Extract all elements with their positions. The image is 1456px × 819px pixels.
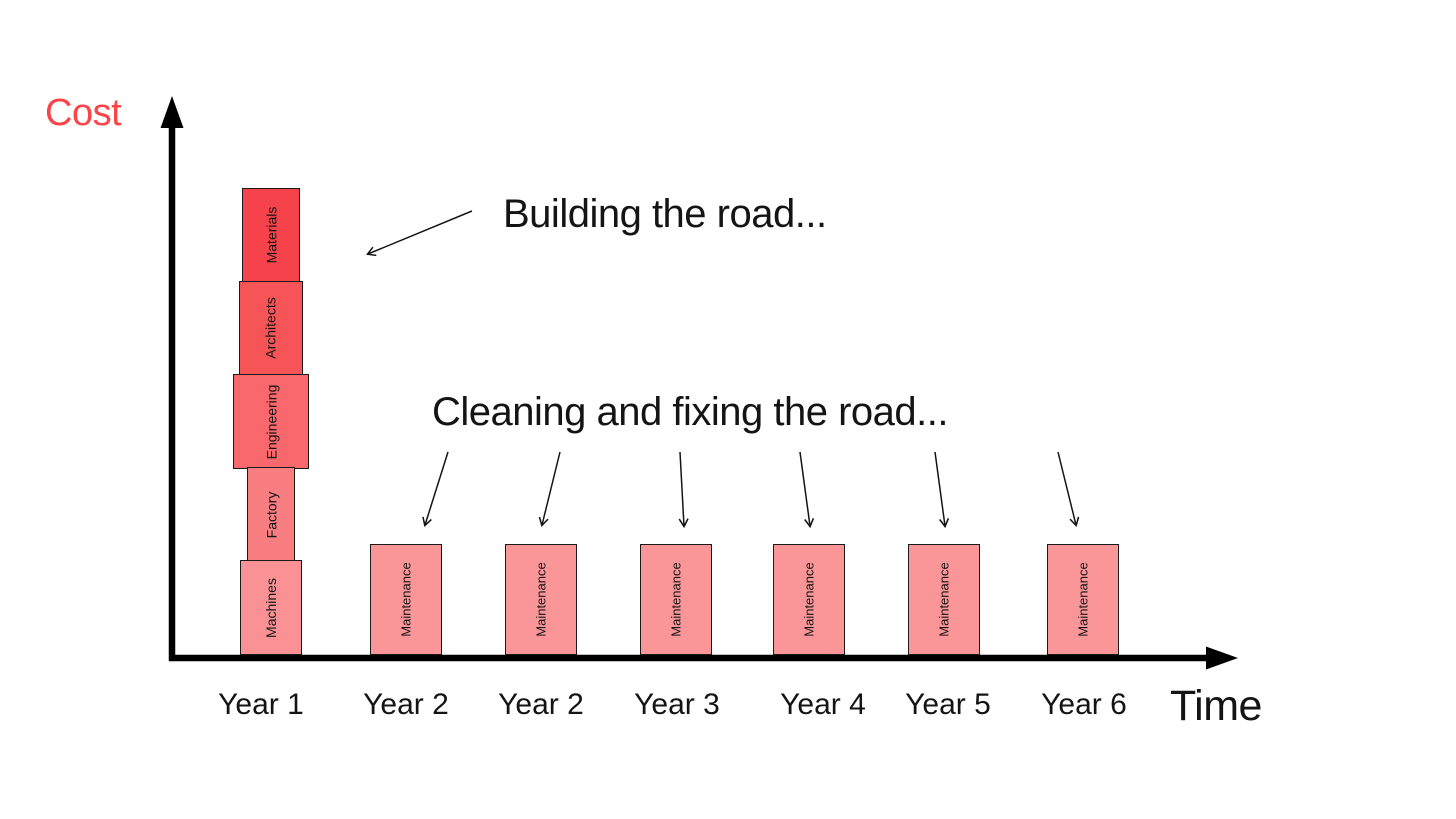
y-axis-title: Cost: [45, 92, 122, 134]
x-tick-label: Year 3: [634, 688, 720, 721]
bar-segment-label: Maintenance: [533, 562, 549, 637]
bar-segment-label: Maintenance: [936, 562, 952, 637]
maintenance-bar-year6: Maintenance: [1047, 544, 1119, 655]
bar-segment-label: Architects: [263, 297, 279, 360]
bar-segment-label: Machines: [262, 577, 279, 638]
bar-segment-materials: Materials: [241, 188, 301, 283]
building-annotation-arrow: [366, 210, 473, 257]
x-tick-label: Year 2: [363, 688, 449, 721]
cleaning-arrow-4: [799, 451, 815, 529]
maintenance-bar-year3: Maintenance: [640, 544, 712, 655]
maintenance-bar-year5: Maintenance: [908, 544, 980, 655]
x-tick-label: Year 5: [905, 688, 991, 721]
maintenance-bar-year4: Maintenance: [773, 544, 845, 655]
cleaning-arrow-3: [678, 451, 689, 529]
x-tick-label: Year 6: [1041, 688, 1127, 721]
x-tick-label: Year 1: [218, 688, 304, 721]
cleaning-arrow-1: [422, 451, 449, 528]
x-axis-arrowhead-icon: [1206, 646, 1238, 670]
bar-segment-label: Maintenance: [801, 562, 817, 637]
build-cost-stacked-bar: Materials Architects Engineering Factory…: [232, 188, 310, 655]
bar-segment-factory: Factory: [246, 467, 296, 562]
bar-segment-label: Engineering: [263, 384, 280, 459]
cleaning-arrow-2: [538, 451, 561, 528]
building-annotation-text: Building the road...: [503, 192, 827, 236]
bar-segment-architects: Architects: [239, 281, 303, 376]
x-tick-label: Year 4: [780, 688, 866, 721]
bar-segment-machines: Machines: [240, 560, 302, 655]
bar-segment-label: Factory: [263, 491, 279, 538]
bar-segment-label: Materials: [262, 206, 279, 264]
bar-segment-engineering: Engineering: [232, 374, 310, 469]
x-axis-title: Time: [1170, 682, 1262, 730]
cleaning-arrow-6: [1057, 451, 1080, 528]
maintenance-bar-year2b: Maintenance: [505, 544, 577, 655]
bar-segment-label: Maintenance: [398, 562, 414, 637]
y-axis-arrowhead-icon: [160, 96, 184, 128]
cleaning-arrow-5: [934, 451, 950, 529]
maintenance-bar-year2: Maintenance: [370, 544, 442, 655]
bar-segment-label: Maintenance: [1075, 562, 1091, 637]
cleaning-annotation-text: Cleaning and fixing the road...: [432, 390, 948, 434]
bar-segment-label: Maintenance: [668, 562, 684, 637]
x-tick-label: Year 2: [498, 688, 584, 721]
